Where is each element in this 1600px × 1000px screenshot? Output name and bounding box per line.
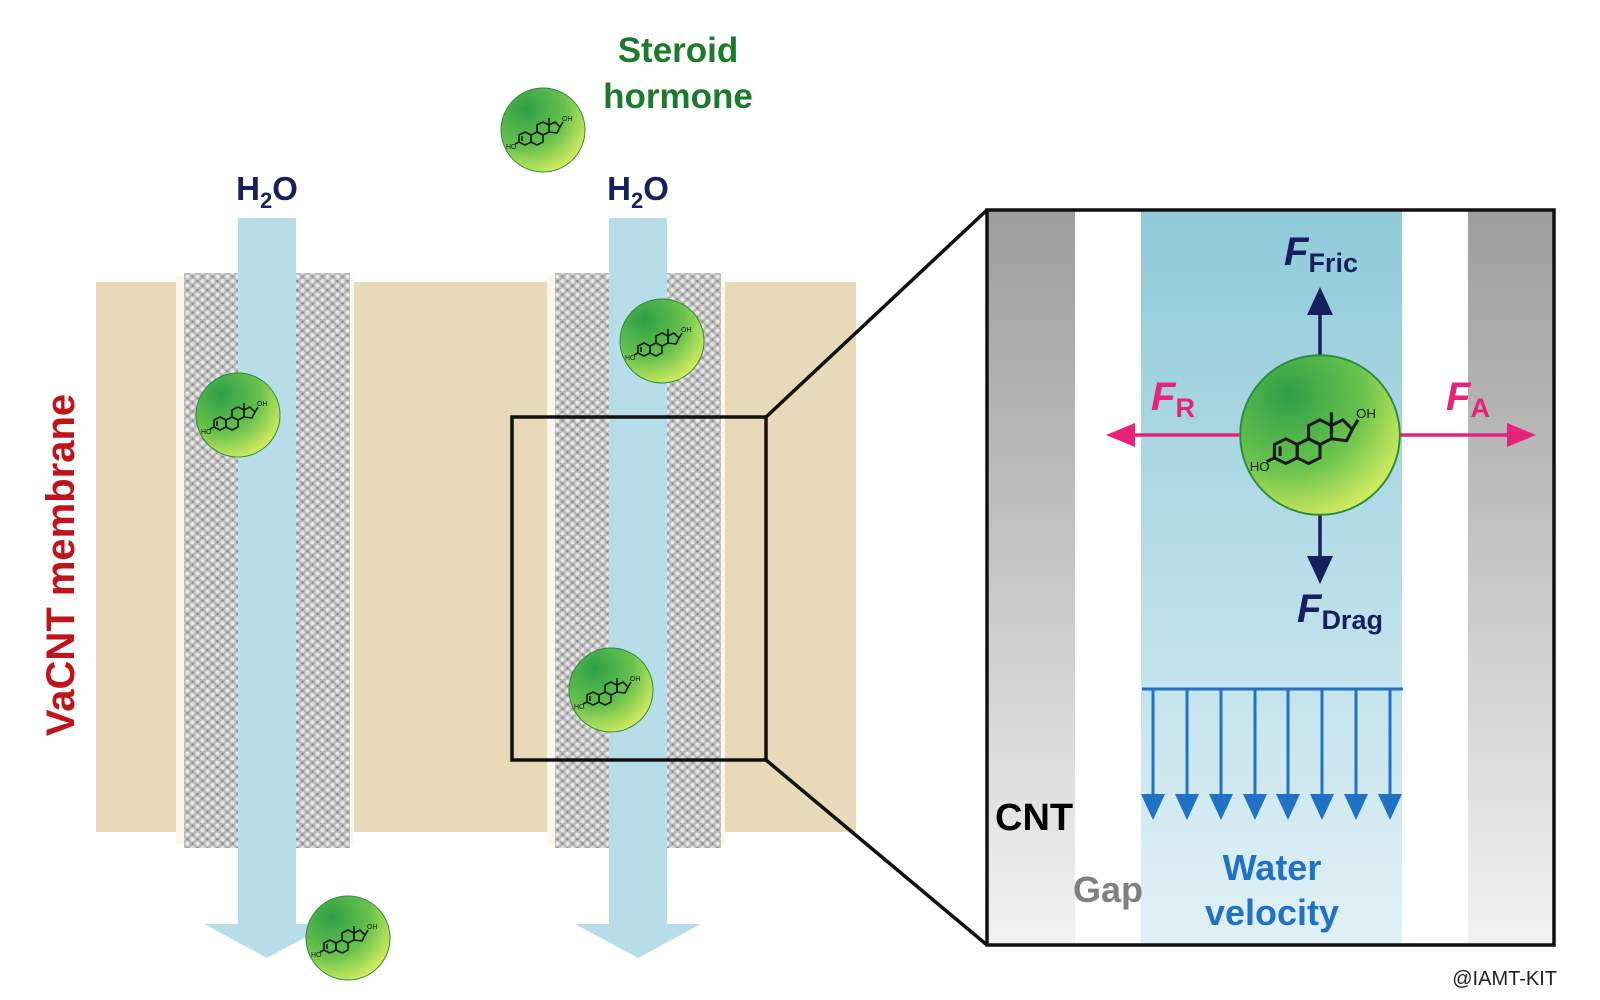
detail-cnt-wall-left — [987, 210, 1075, 945]
hormone-molecule-bottom — [305, 895, 391, 981]
gap-label: Gap — [1073, 869, 1143, 910]
zoom-connector-top — [764, 208, 989, 419]
friction-force-arrow-head — [1307, 287, 1333, 315]
drag-force-arrow-head — [1307, 556, 1333, 584]
water-velocity-profile — [1141, 687, 1403, 820]
water-label-left: H2O — [236, 170, 298, 213]
zoom-selection-box — [510, 415, 768, 762]
water-label-right: H2O — [607, 170, 669, 213]
velocity-arrow-7-head — [1344, 794, 1368, 820]
velocity-arrow-6-head — [1310, 794, 1334, 820]
detail-frame — [985, 208, 1556, 947]
cnt-left-wall-inner — [296, 273, 350, 848]
velocity-arrow-1-head — [1141, 794, 1165, 820]
velocity-arrow-3-head — [1209, 794, 1233, 820]
membrane-label: VaCNT membrane — [39, 394, 83, 736]
water-flow-arrow-right — [575, 218, 701, 958]
hormone-label-line2: hormone — [603, 77, 753, 116]
cnt-label: CNT — [995, 797, 1073, 839]
repulsive-force-arrow-head — [1106, 423, 1135, 447]
detail-water-channel — [1141, 210, 1402, 945]
hormone-molecule-cnt-right-upper — [619, 298, 705, 384]
attractive-force-label: FA — [1446, 375, 1490, 423]
hormone-molecule-cnt-left — [195, 372, 281, 458]
velocity-arrow-2-head — [1175, 794, 1199, 820]
water-velocity-label-line1: Water — [1223, 847, 1322, 888]
repulsive-force-label: FR — [1151, 375, 1195, 423]
attractive-force-arrow-head — [1507, 423, 1536, 447]
detail-cnt-wall-right — [1468, 210, 1554, 945]
water-velocity-label-line2: velocity — [1205, 892, 1339, 933]
credit-label: @IAMT-KIT — [1452, 968, 1557, 990]
water-flow-arrow-left — [204, 218, 330, 958]
cnt-right-wall-outer — [555, 273, 609, 848]
hormone-molecule-detail — [1238, 353, 1402, 517]
hormone-label-line1: Steroid — [618, 31, 739, 70]
hormone-molecule-top — [500, 87, 586, 173]
zoom-connector-bottom — [764, 758, 989, 947]
velocity-arrow-4-head — [1243, 794, 1267, 820]
velocity-arrow-5-head — [1276, 794, 1300, 820]
detail-panel: FFric FDrag FR FA CNT Gap Water velocity — [985, 208, 1556, 947]
friction-force-label: FFric — [1284, 230, 1358, 278]
cnt-left-wall-outer — [184, 273, 238, 848]
drag-force-label: FDrag — [1297, 587, 1383, 635]
velocity-arrow-8-head — [1378, 794, 1402, 820]
hormone-molecule-cnt-right-lower — [568, 647, 654, 733]
